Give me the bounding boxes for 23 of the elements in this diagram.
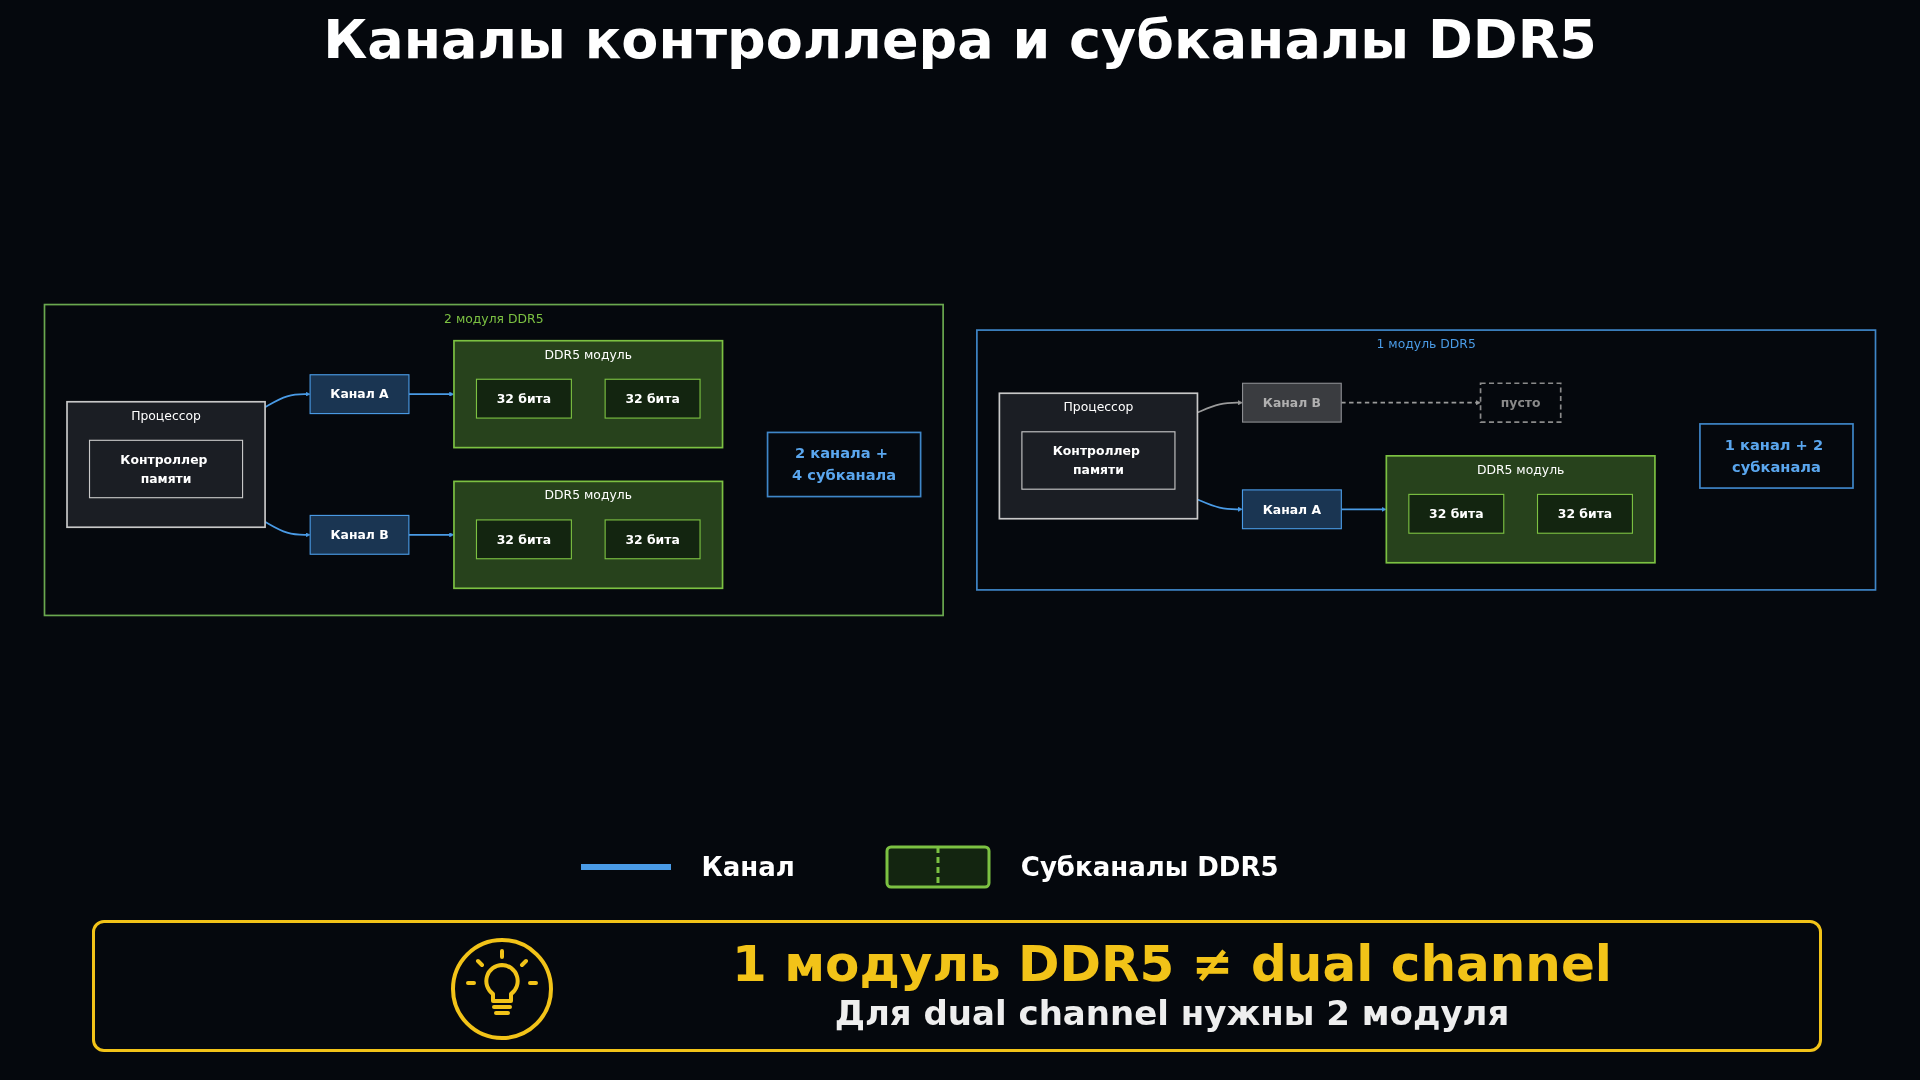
arrow	[264, 520, 311, 538]
node-box: 32 бита	[475, 378, 572, 419]
callout-box	[92, 920, 1822, 1052]
node-box: 32 бита	[1536, 493, 1633, 534]
node-box: 2 канала + 4 субканала	[766, 431, 922, 498]
node-box: Канал A	[1241, 489, 1342, 530]
node-box: Канал A	[309, 374, 410, 415]
callout-heading: 1 модуль DDR5 ≠ dual channel	[732, 935, 1612, 993]
node-box: Канал B	[1242, 382, 1342, 423]
legend-label: Субканалы DDR5	[1020, 852, 1279, 882]
legend-label: Канал	[701, 852, 795, 882]
node-box: 32 бита	[604, 519, 701, 560]
node-box: Канал B	[309, 514, 410, 555]
node-box: 32 бита	[475, 519, 572, 560]
callout-text: Для dual channel нужны 2 модуля	[834, 993, 1510, 1033]
arrow	[264, 391, 311, 409]
node-box: пусто	[1479, 382, 1562, 423]
title: Каналы контроллера и субканалы DDR5	[322, 8, 1598, 71]
node-box: Контроллер памяти	[88, 439, 244, 499]
node-box: 32 бита	[1408, 493, 1505, 534]
node-box: 32 бита	[604, 378, 701, 419]
node-box: 1 канал + 2 субканала	[1699, 423, 1854, 489]
node-box: Контроллер памяти	[1021, 431, 1176, 490]
